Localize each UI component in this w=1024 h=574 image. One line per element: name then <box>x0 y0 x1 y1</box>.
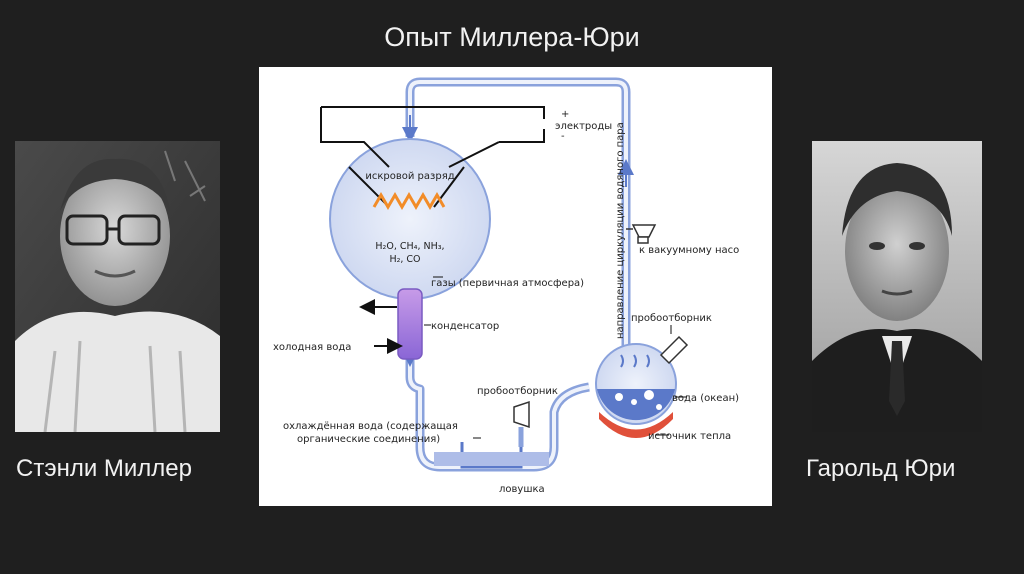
label-sampler-bottom: пробоотборник <box>477 386 558 397</box>
label-cooled-water-2: органические соединения) <box>297 434 440 445</box>
slide-title: Опыт Миллера-Юри <box>0 22 1024 53</box>
label-condenser: конденсатор <box>431 321 499 332</box>
condenser <box>398 289 422 359</box>
portrait-photo-miller <box>15 141 220 432</box>
label-spark: искровой разряд <box>365 171 454 182</box>
miller-urey-diagram: искровой разряд H₂O, CH₄, NH₃, H₂, CO + … <box>259 67 772 506</box>
sampler-stopcock-bottom <box>514 402 529 427</box>
label-gas-formula-2: H₂, CO <box>389 254 420 265</box>
label-cold-water: холодная вода <box>273 342 351 353</box>
label-plus: + <box>561 109 569 120</box>
label-water-ocean: вода (океан) <box>672 393 739 404</box>
portrait-photo-urey <box>812 141 982 432</box>
person-name-left: Стэнли Миллер <box>16 455 192 483</box>
label-circulation: направление циркуляции водяного пара <box>615 122 626 339</box>
label-heat-source: источник тепла <box>648 431 731 442</box>
label-cooled-water-1: охлаждённая вода (содержащая <box>283 421 458 432</box>
label-vacuum: к вакуумному насо <box>639 245 739 256</box>
person-name-right: Гарольд Юри <box>806 455 955 483</box>
label-gases: газы (первичная атмосфера) <box>431 278 584 289</box>
label-sampler-top: пробоотборник <box>631 313 712 324</box>
vacuum-stopcock <box>633 225 655 237</box>
label-trap: ловушка <box>499 484 545 495</box>
label-gas-formula-1: H₂O, CH₄, NH₃, <box>375 241 444 252</box>
label-minus: - <box>561 131 565 142</box>
